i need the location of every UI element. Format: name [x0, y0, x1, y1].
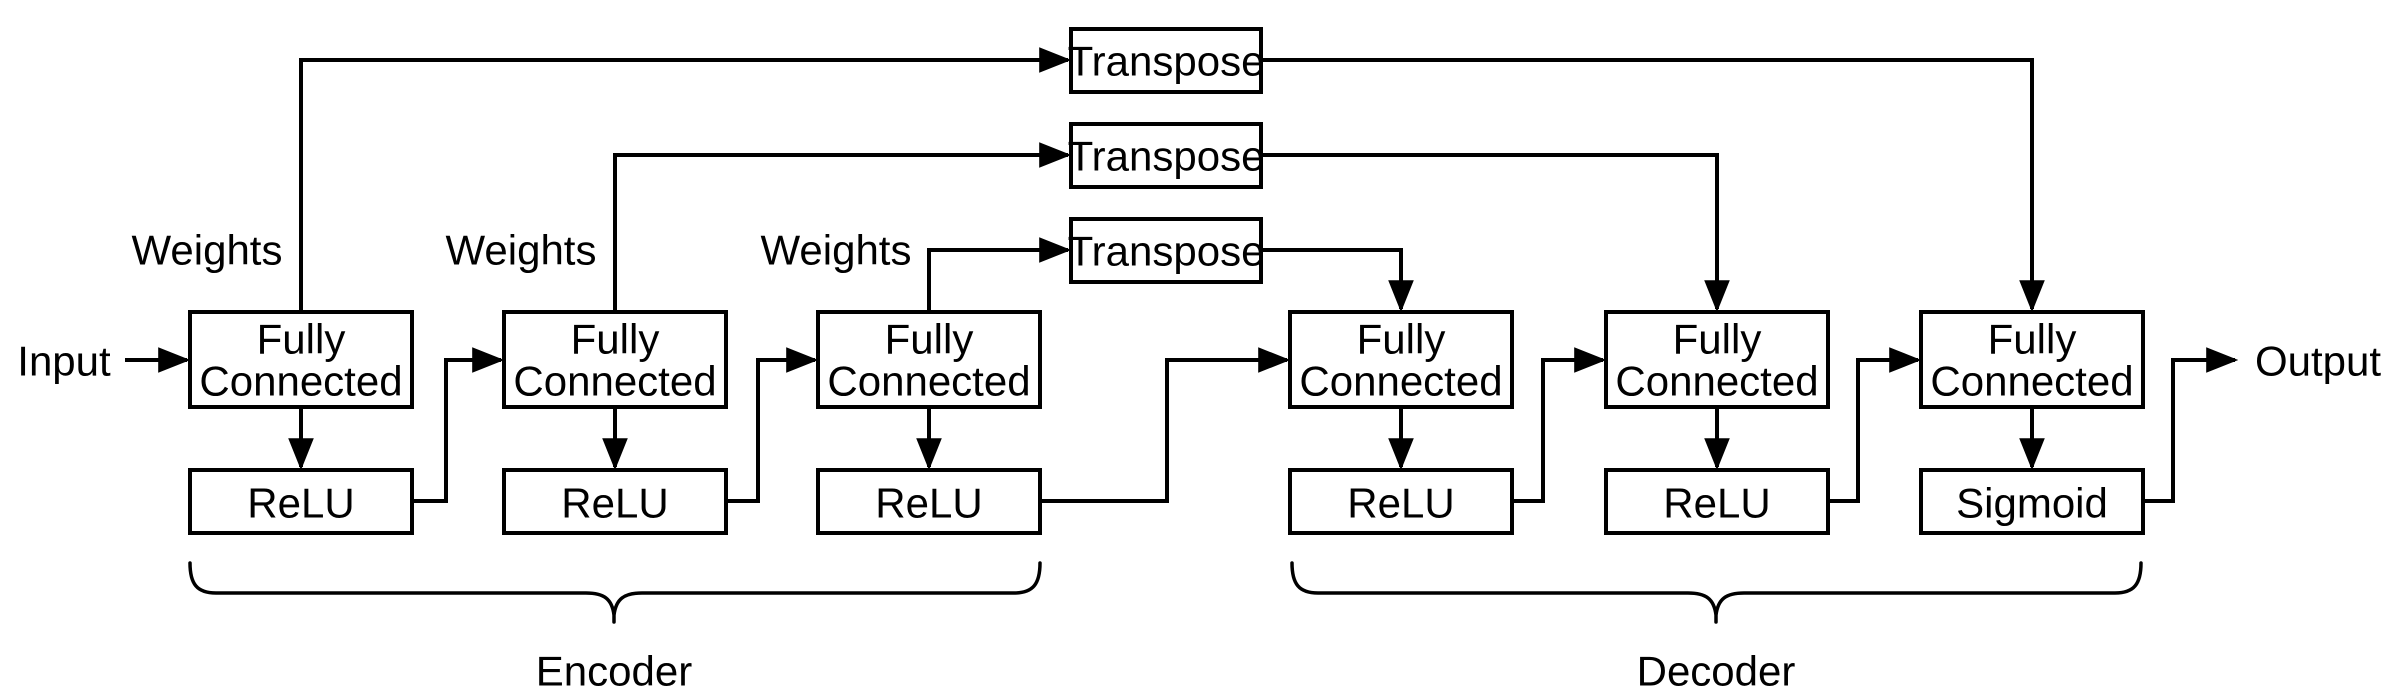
relu-box-encoder-3-label: ReLU: [875, 480, 982, 527]
relu-box-decoder-1-label: ReLU: [1347, 480, 1454, 527]
sigmoid-box: [1919, 468, 2145, 535]
relu-box-decoder-1: [1288, 468, 1514, 535]
transpose-box-3: [1069, 217, 1263, 284]
fc-box-encoder-3-label-line2: Connected: [827, 358, 1030, 405]
fc-box-encoder-2: [502, 310, 728, 409]
fc-box-encoder-3: [816, 310, 1042, 409]
weights-label-3: Weights: [761, 227, 912, 274]
weights-label-1: Weights: [132, 227, 283, 274]
connector-transpose1-to-fc6: [1261, 58, 2045, 313]
fc-box-encoder-2-label-line1: Fully: [571, 316, 660, 363]
relu-box-decoder-2-label: ReLU: [1663, 480, 1770, 527]
transpose-box-2: [1069, 122, 1263, 189]
relu-box-encoder-2-label: ReLU: [561, 480, 668, 527]
connector-transpose3-to-fc4: [1261, 248, 1414, 313]
relu-box-decoder-2: [1604, 468, 1830, 535]
transpose-box-2-label: Transpose: [1068, 133, 1265, 180]
fc-box-encoder-1-label-line1: Fully: [257, 316, 346, 363]
input-label: Input: [17, 338, 111, 385]
relu-box-encoder-3: [816, 468, 1042, 535]
connector-weights3-to-transpose3: [927, 237, 1072, 312]
encoder-brace: [188, 561, 1042, 624]
connector-sigmoid-to-output: [2143, 347, 2239, 503]
fc-box-decoder-2-label-line2: Connected: [1615, 358, 1818, 405]
fc-box-encoder-2-label-line2: Connected: [513, 358, 716, 405]
connector-relu4-to-fc5: [1512, 347, 1607, 503]
sigmoid-box-label: Sigmoid: [1956, 480, 2108, 527]
fc-box-decoder-2-label-line1: Fully: [1673, 316, 1762, 363]
connector-relu3-to-fc4: [1040, 347, 1291, 503]
encoder-section-label: Encoder: [536, 648, 692, 695]
relu-box-encoder-1: [188, 468, 414, 535]
fc-box-encoder-3-label-line1: Fully: [885, 316, 974, 363]
fc-box-decoder-2: [1604, 310, 1830, 409]
relu-box-encoder-1-label: ReLU: [247, 480, 354, 527]
relu-box-encoder-2: [502, 468, 728, 535]
connector-relu2-to-fc3: [726, 347, 819, 503]
connector-weights1-to-transpose1: [299, 47, 1072, 312]
transpose-box-3-label: Transpose: [1068, 228, 1265, 275]
connector-relu5-to-fc6: [1828, 347, 1922, 503]
connector-relu1-to-fc2: [412, 347, 505, 503]
fc-box-encoder-1-label-line2: Connected: [199, 358, 402, 405]
transpose-box-1: [1069, 27, 1263, 94]
fc-box-decoder-3-label-line2: Connected: [1930, 358, 2133, 405]
connector-transpose2-to-fc5: [1261, 153, 1730, 313]
connector-weights2-to-transpose2: [613, 142, 1072, 312]
fc-box-decoder-3: [1919, 310, 2145, 409]
decoder-section-label: Decoder: [1637, 648, 1796, 695]
output-label: Output: [2255, 338, 2381, 385]
decoder-brace: [1290, 561, 2143, 624]
transpose-box-1-label: Transpose: [1068, 38, 1265, 85]
fc-box-decoder-1-label-line2: Connected: [1299, 358, 1502, 405]
fc-box-encoder-1: [188, 310, 414, 409]
fc-box-decoder-3-label-line1: Fully: [1988, 316, 2077, 363]
fc-box-decoder-1-label-line1: Fully: [1357, 316, 1446, 363]
fc-box-decoder-1: [1288, 310, 1514, 409]
weights-label-2: Weights: [446, 227, 597, 274]
